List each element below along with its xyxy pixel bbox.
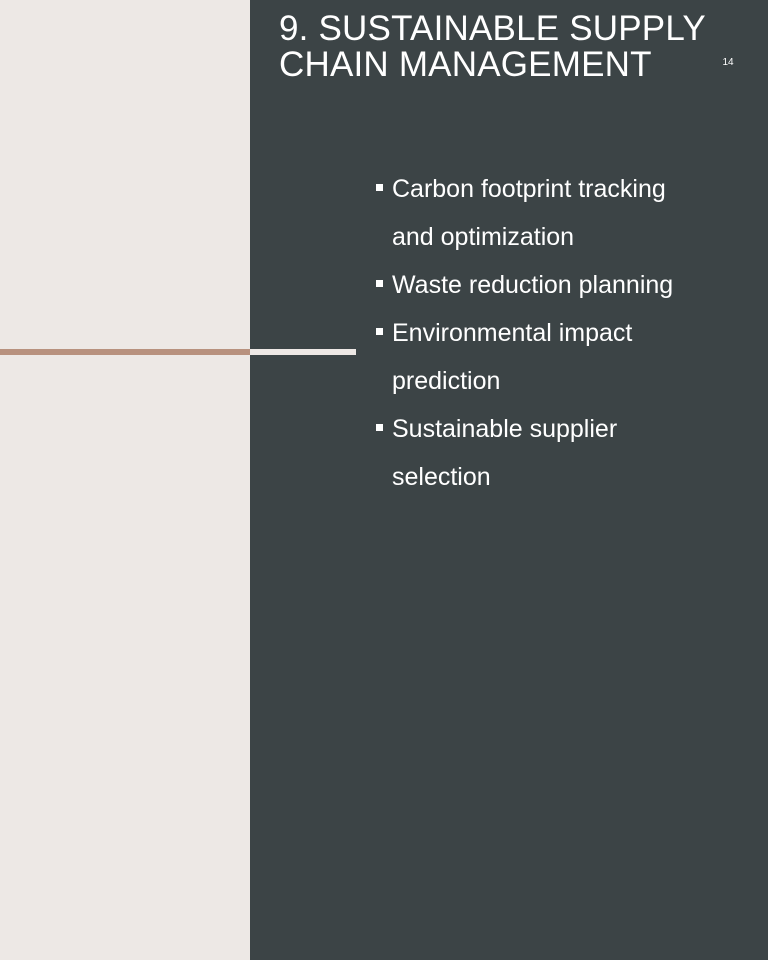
bullet-text: Carbon footprint tracking and optimizati… [392,175,666,251]
bullet-list: Carbon footprint tracking and optimizati… [374,165,714,501]
accent-line-right [250,349,356,355]
slide-title: 9. SUSTAINABLE SUPPLY CHAIN MANAGEMENT [279,9,706,84]
square-bullet-icon [376,328,383,335]
bullet-text: Waste reduction planning [392,271,674,299]
square-bullet-icon [376,184,383,191]
bullet-text: Environmental impact prediction [392,319,633,395]
square-bullet-icon [376,280,383,287]
accent-line-left [0,349,250,355]
page-number: 14 [722,57,734,68]
bullet-text: Sustainable supplier selection [392,415,618,491]
bullet-item: Sustainable supplier selection [374,405,714,501]
bullet-item: Environmental impact prediction [374,309,714,405]
bullet-item: Carbon footprint tracking and optimizati… [374,165,714,261]
square-bullet-icon [376,424,383,431]
left-panel [0,0,250,960]
bullet-item: Waste reduction planning [374,261,714,309]
right-panel [250,0,768,960]
